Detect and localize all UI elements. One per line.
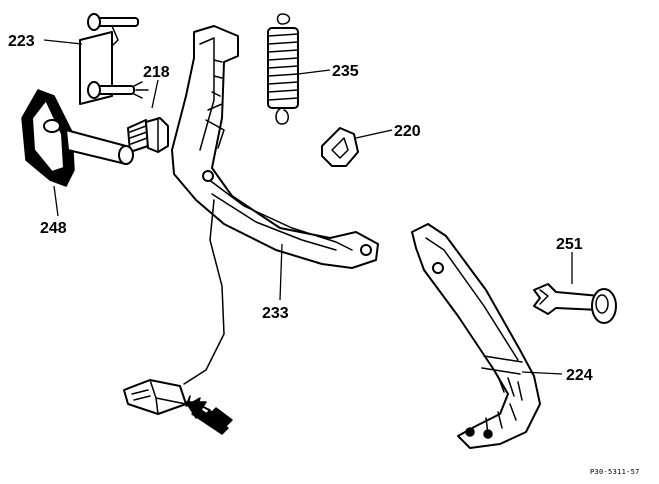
part-223-pin-assembly [79,13,149,105]
label-235: 235 [332,63,359,80]
part-224-bracket [411,223,541,449]
cable-connector [123,379,187,415]
part-235-spring [267,13,299,125]
part-218-bolt [127,117,169,153]
label-223: 223 [8,33,35,50]
label-251: 251 [556,236,583,253]
arrow-indicator [185,395,233,435]
label-224: 224 [566,367,593,384]
label-218: 218 [143,64,170,81]
label-248: 248 [40,220,67,237]
figure-reference: P30-5311-57 [590,468,640,476]
part-248-pedal-pad [21,89,134,187]
label-233: 233 [262,305,289,322]
leader-lines [43,39,573,375]
part-220-clip [321,127,359,167]
label-220: 220 [394,123,421,140]
part-233-pedal-arm [171,25,379,385]
part-251-push-pin [533,283,617,324]
